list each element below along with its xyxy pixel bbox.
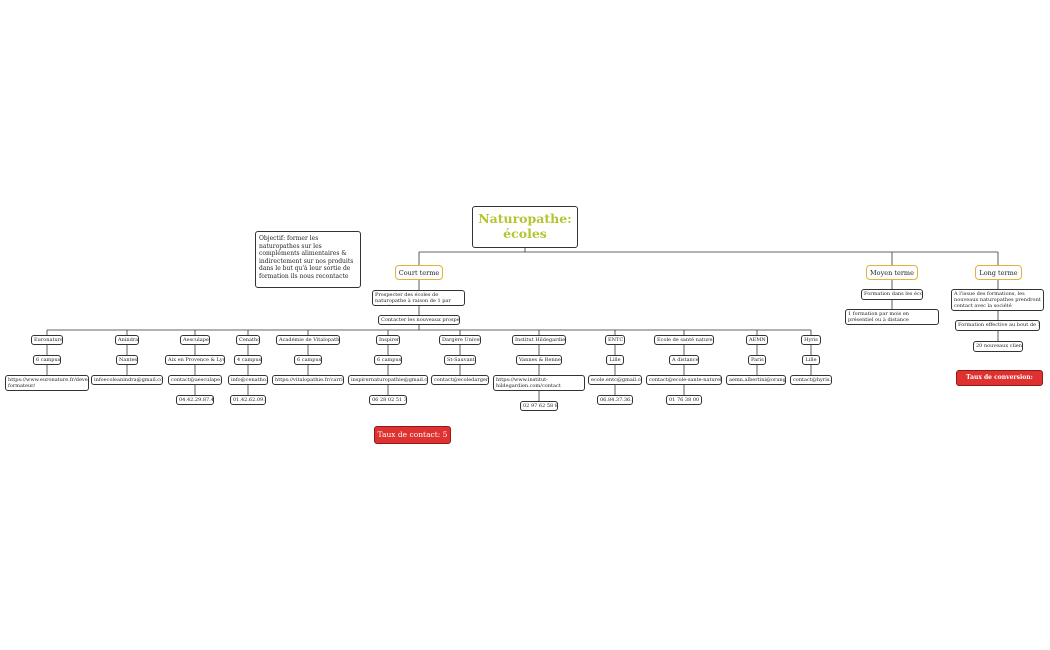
school-name[interactable]: Euronature — [31, 335, 63, 345]
school-name[interactable]: Inspirer — [376, 335, 400, 345]
school-contact[interactable]: https://www.institut-hildegardien.com/co… — [493, 375, 585, 391]
school-phone[interactable]: 01 76 38 00 06 — [666, 395, 702, 405]
school-name[interactable]: Ecole de santé naturelle — [654, 335, 714, 345]
root-title-line2: écoles — [503, 226, 547, 241]
moyen-step-formation[interactable]: Formation dans les écoles — [861, 289, 923, 300]
school-contact[interactable]: contact@ecole-sante-naturelle.fr — [646, 375, 722, 385]
long-step-contact[interactable]: A l'issue des formations, les nouveaux n… — [951, 289, 1044, 311]
school-name[interactable]: ENTC — [605, 335, 625, 345]
school-contact[interactable]: aemn.albertini@orange.fr — [726, 375, 786, 385]
school-phone[interactable]: 02 97 62 58 81 — [520, 401, 558, 411]
school-detail[interactable]: Lille — [802, 355, 820, 365]
school-detail[interactable]: 4 campus — [234, 355, 262, 365]
school-contact[interactable]: https://vitalopathie.fr/carriere/ — [272, 375, 344, 385]
school-name[interactable]: Aesculape — [180, 335, 210, 345]
school-name[interactable]: Hyris — [801, 335, 821, 345]
school-contact[interactable]: info@cenatho.fr — [228, 375, 268, 385]
school-detail[interactable]: 6 campus — [294, 355, 322, 365]
school-contact[interactable]: contact@aesculape.eu — [168, 375, 222, 385]
school-contact[interactable]: https://www.euronature.fr/devenir-format… — [5, 375, 89, 391]
school-phone[interactable]: 01.42.62.09.78 — [230, 395, 266, 405]
school-detail[interactable]: St-Sauvant — [444, 355, 476, 365]
school-contact[interactable]: inspirernaturopathie@gmail.com — [348, 375, 428, 385]
school-name[interactable]: Anindra — [115, 335, 139, 345]
school-detail[interactable]: 6 campus — [33, 355, 61, 365]
school-contact[interactable]: contact@ecoledargere.fr — [431, 375, 489, 385]
contact-rate-badge[interactable]: Taux de contact: 5 — [374, 426, 451, 444]
school-phone[interactable]: 06.84.37.36.37 — [597, 395, 633, 405]
school-detail[interactable]: Paris — [748, 355, 766, 365]
court-step-contact[interactable]: Contacter les nouveaux prospects — [378, 315, 460, 325]
long-step-clients[interactable]: 20 nouveaux clients — [973, 341, 1023, 352]
school-name[interactable]: Académie de Vitalopathie — [276, 335, 340, 345]
branch-moyen-terme[interactable]: Moyen terme — [866, 265, 918, 280]
court-step-prospect[interactable]: Prospecter des écoles de naturopathe à r… — [372, 290, 465, 306]
school-contact[interactable]: contact@hyris.fr — [790, 375, 832, 385]
school-contact[interactable]: infoecoleanindra@gmail.com — [91, 375, 163, 385]
branch-long-terme[interactable]: Long terme — [975, 265, 1022, 280]
root-title-line1: Naturopathe: — [478, 211, 572, 226]
school-name[interactable]: Cenatho — [236, 335, 260, 345]
objective-note[interactable]: Objectif: former les naturopathes sur le… — [255, 231, 361, 288]
school-detail[interactable]: Vannes & Rennes — [516, 355, 562, 365]
root-node[interactable]: Naturopathe: écoles — [472, 206, 578, 248]
school-phone[interactable]: 04.42.29.87.46 — [176, 395, 214, 405]
school-name[interactable]: AEMN — [746, 335, 768, 345]
school-detail[interactable]: Lille — [606, 355, 624, 365]
school-detail[interactable]: Nantes — [116, 355, 138, 365]
school-contact[interactable]: ecole.entc@gmail.com — [588, 375, 642, 385]
school-detail[interactable]: Aix en Provence & Lyon — [165, 355, 225, 365]
conversion-rate-badge[interactable]: Taux de conversion: 10/100 — [956, 370, 1043, 395]
long-step-formation[interactable]: Formation effective au bout de 1 an — [955, 320, 1040, 331]
school-detail[interactable]: A distance — [669, 355, 699, 365]
moyen-step-frequency[interactable]: 1 formation par mois en présentiel ou à … — [845, 309, 939, 325]
school-detail[interactable]: 6 campus — [374, 355, 402, 365]
branch-court-terme[interactable]: Court terme — [395, 265, 443, 280]
school-name[interactable]: Institut Hildegardien — [512, 335, 566, 345]
school-phone[interactable]: 06 28 02 51 36 — [369, 395, 407, 405]
school-name[interactable]: Dargère Univers — [439, 335, 481, 345]
